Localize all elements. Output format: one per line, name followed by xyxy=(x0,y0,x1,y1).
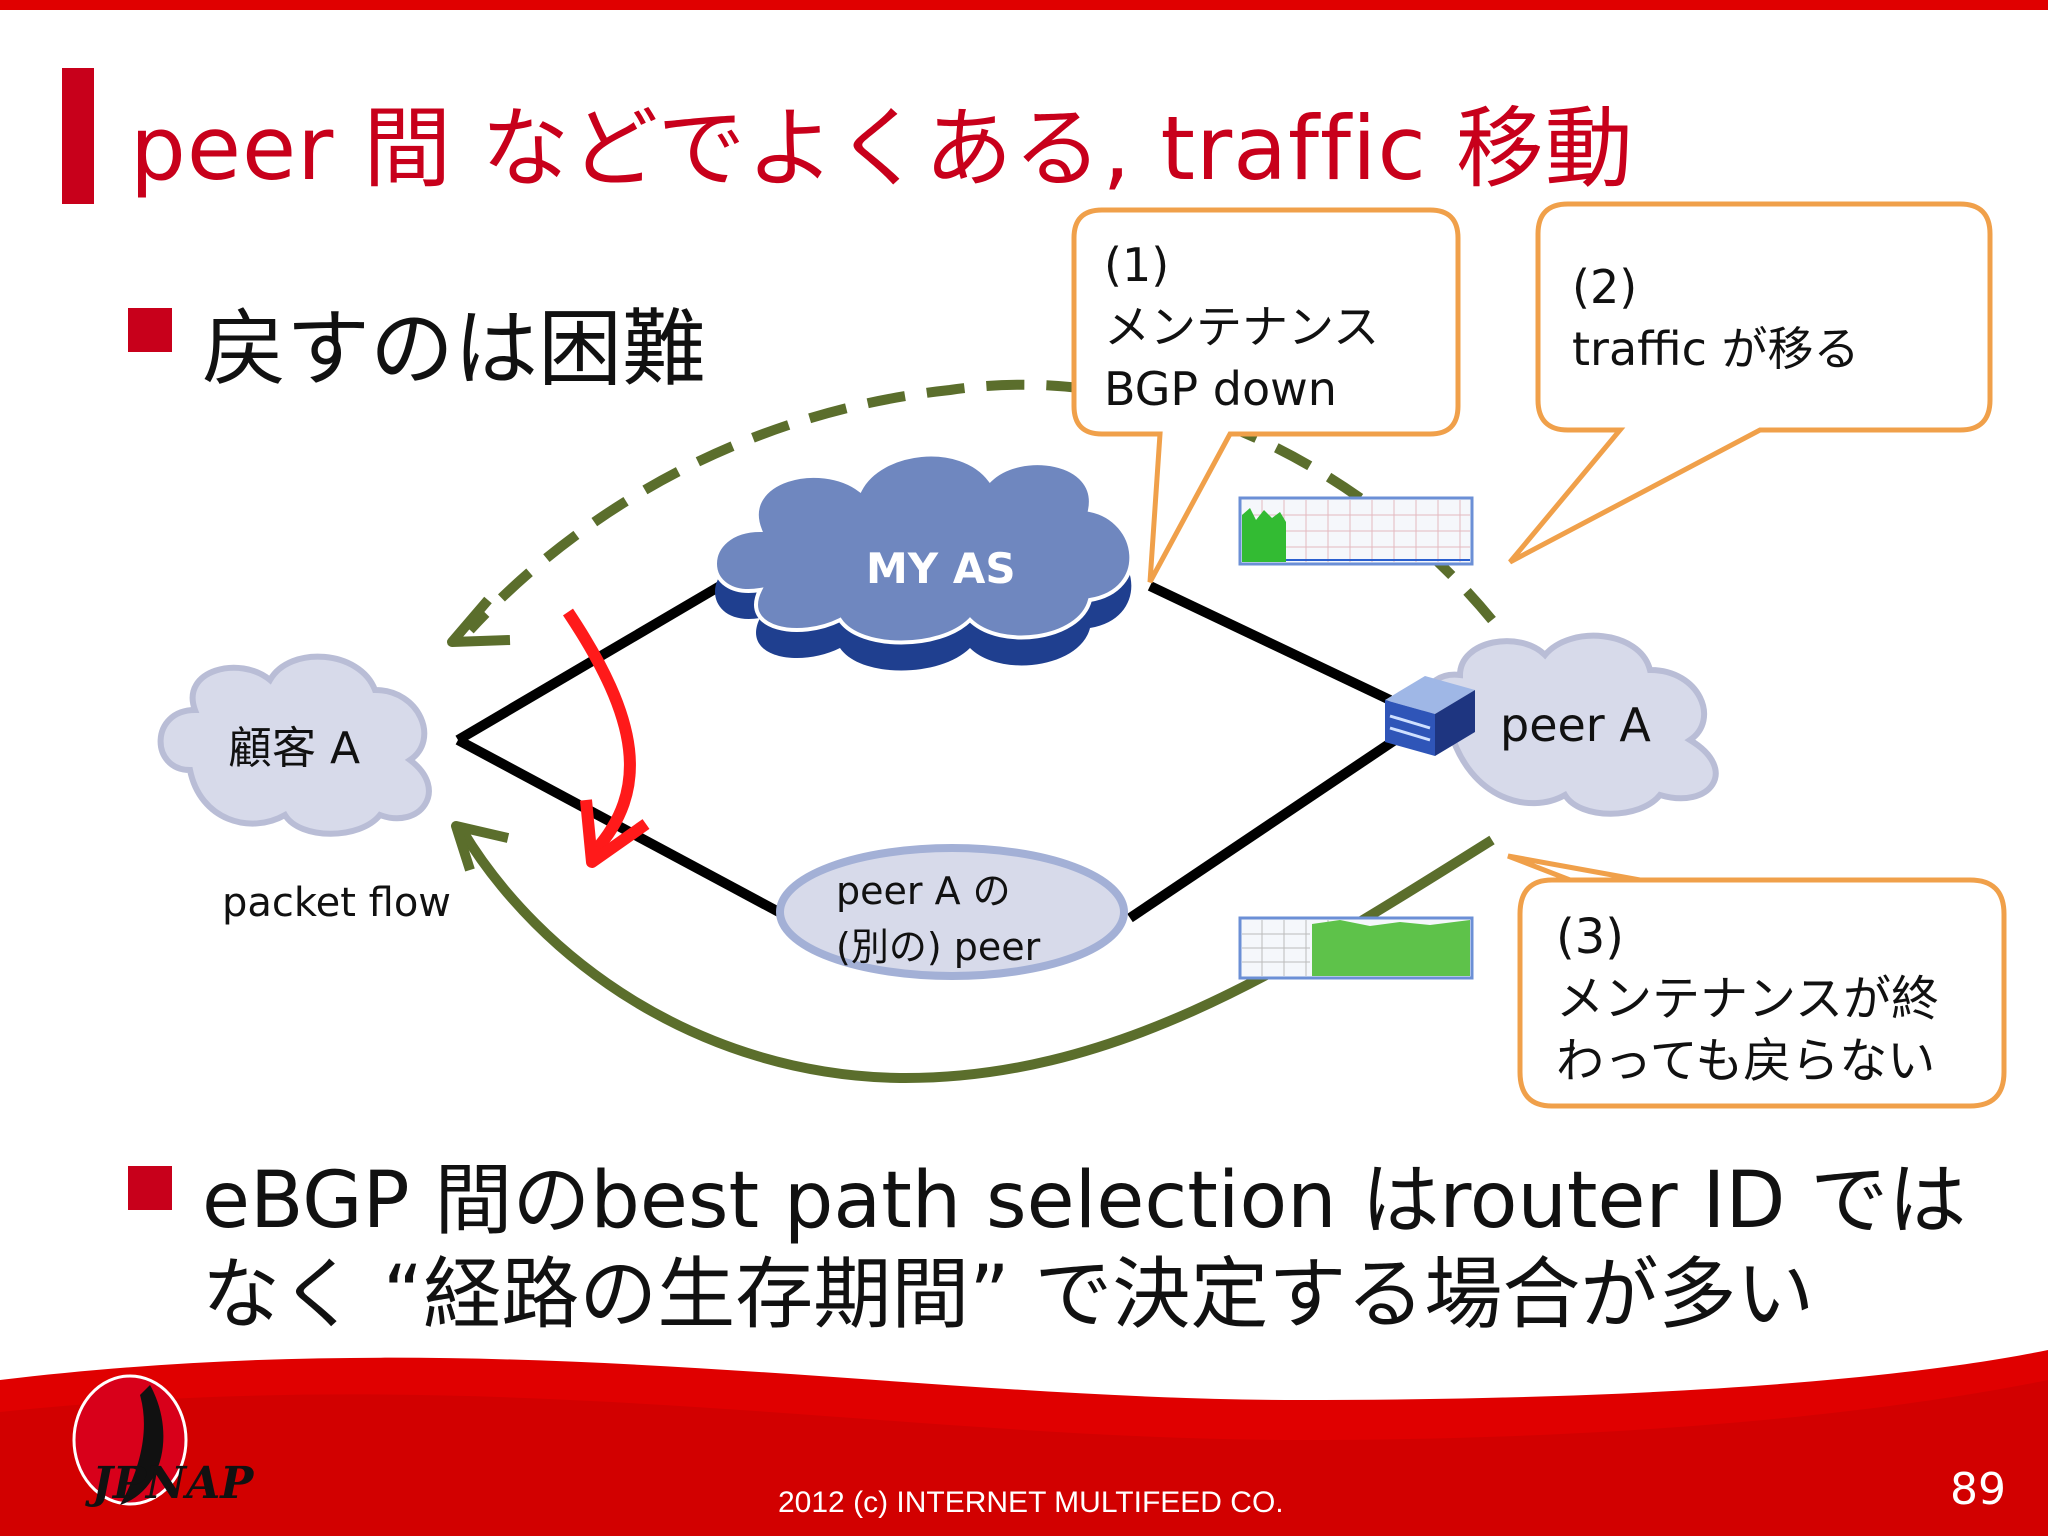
red-reroute-arrow xyxy=(563,608,636,857)
callout-1-text: (1) メンテナンス BGP down xyxy=(1104,234,1379,420)
bullet-square xyxy=(128,1166,172,1210)
bullet-1-text: 戻すのは困難 xyxy=(202,300,707,398)
callout-2-line-2: traffic が移る xyxy=(1572,322,1860,376)
callout-2-box xyxy=(1508,201,1993,565)
callout-3-line-2: メンテナンスが終 xyxy=(1556,971,1940,1027)
dashed-flow-arrow xyxy=(466,379,1496,634)
traffic-graph-top xyxy=(1238,496,1474,566)
callout-3-line-3: わっても戻らない xyxy=(1556,1033,1936,1089)
link-otherpeer-peera xyxy=(1127,735,1398,923)
peer-a-label: peer A xyxy=(1500,698,1651,752)
link-myas-peera xyxy=(1147,581,1393,705)
slide-title: peer 間 などでよくある, traffic 移動 xyxy=(130,97,1634,200)
callout-2-line-1: (2) xyxy=(1572,260,1638,314)
jpnap-logo xyxy=(72,1374,188,1506)
callout-1-line-3: BGP down xyxy=(1104,362,1337,416)
other-peer-label-line1: peer A の xyxy=(836,869,1011,913)
traffic-graph-bottom xyxy=(1238,916,1474,980)
title-accent-bar xyxy=(62,68,94,204)
callout-3-line-1: (3) xyxy=(1556,909,1624,965)
bullet-square xyxy=(128,308,172,352)
dashed-arrow-head xyxy=(447,596,511,647)
bullet-2-line-1: eBGP 間のbest path selection はrouter ID では xyxy=(202,1156,1967,1246)
customer-cloud xyxy=(157,653,432,837)
callout-1-box xyxy=(1071,207,1461,584)
bullet-2-line-2: なく “経路の生存期間” で決定する場合が多い xyxy=(202,1250,1815,1340)
link-customer-myas xyxy=(455,581,723,745)
page-number: 89 xyxy=(1950,1464,2006,1515)
logo-text: JPNAP xyxy=(92,1458,254,1509)
router-device xyxy=(1385,676,1475,756)
callout-3-box xyxy=(1507,853,2007,1109)
other-peer-label-line2: (別の) peer xyxy=(836,925,1041,969)
callout-2-text: (2) traffic が移る xyxy=(1572,256,1860,380)
customer-a-label: 顧客 A xyxy=(228,723,361,774)
my-as-label: MY AS xyxy=(866,544,1016,593)
other-peer-ellipse xyxy=(776,844,1128,980)
callout-3-text: (3) メンテナンスが終 わっても戻らない xyxy=(1556,906,1939,1092)
peer-a-cloud xyxy=(1421,632,1719,817)
red-arrow-head xyxy=(580,799,650,868)
packet-flow-label: packet flow xyxy=(222,880,452,926)
my-as-cloud xyxy=(713,452,1134,671)
callout-1-line-1: (1) xyxy=(1104,238,1170,292)
footer-copyright: 2012 (c) INTERNET MULTIFEED CO. xyxy=(778,1486,1284,1519)
solid-arrow-head xyxy=(451,821,510,872)
link-customer-otherpeer xyxy=(455,735,793,923)
top-bar xyxy=(0,0,2048,10)
callout-1-line-2: メンテナンス xyxy=(1104,300,1380,354)
